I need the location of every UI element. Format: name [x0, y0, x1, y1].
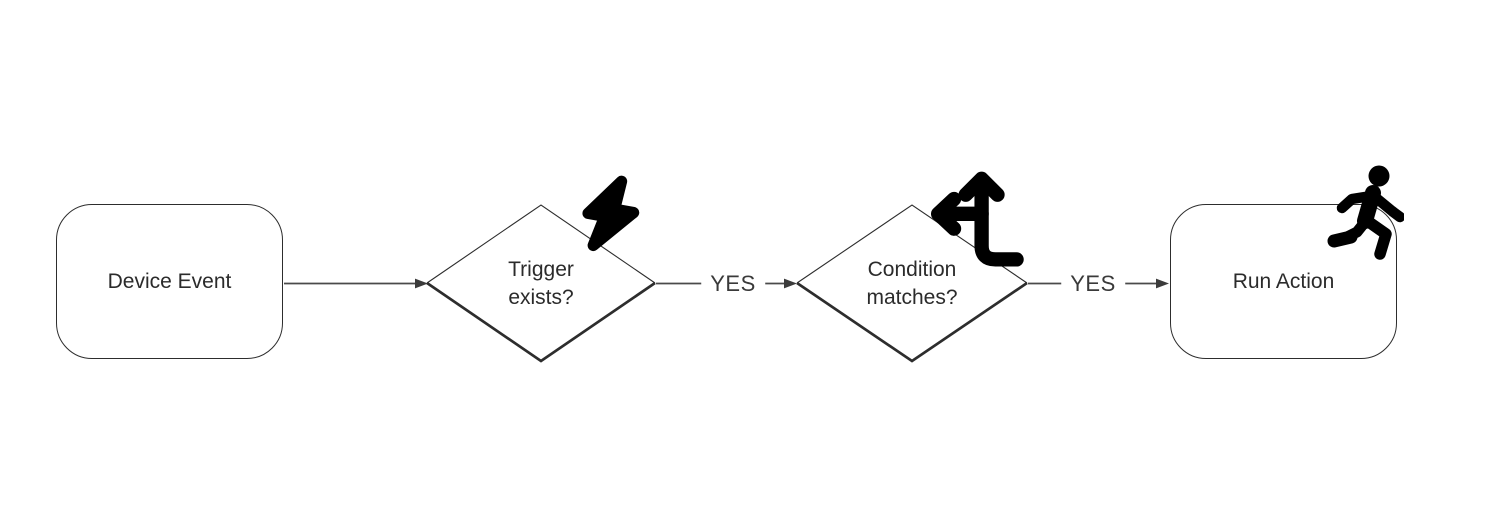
edge-label-yes-2: YES [1061, 271, 1125, 297]
node-condition-matches-shape [796, 204, 1028, 363]
arrowhead-icon [784, 278, 797, 289]
edge-device-to-trigger [284, 278, 428, 289]
node-run-action-label: Run Action [1232, 269, 1335, 293]
arrowhead-icon [1156, 278, 1169, 289]
arrowhead-icon [415, 278, 428, 289]
lightning-bolt-icon [582, 175, 640, 252]
person-running-icon [1327, 165, 1404, 260]
node-device-event: Device Event [56, 204, 283, 359]
node-condition-matches-label: Condition matches? [866, 258, 958, 309]
arrows-split-up-left-icon [930, 171, 1024, 267]
node-device-event-label: Device Event [107, 269, 232, 293]
edge-label-yes-1: YES [701, 271, 765, 297]
node-trigger-exists-label: Trigger exists? [508, 258, 574, 309]
